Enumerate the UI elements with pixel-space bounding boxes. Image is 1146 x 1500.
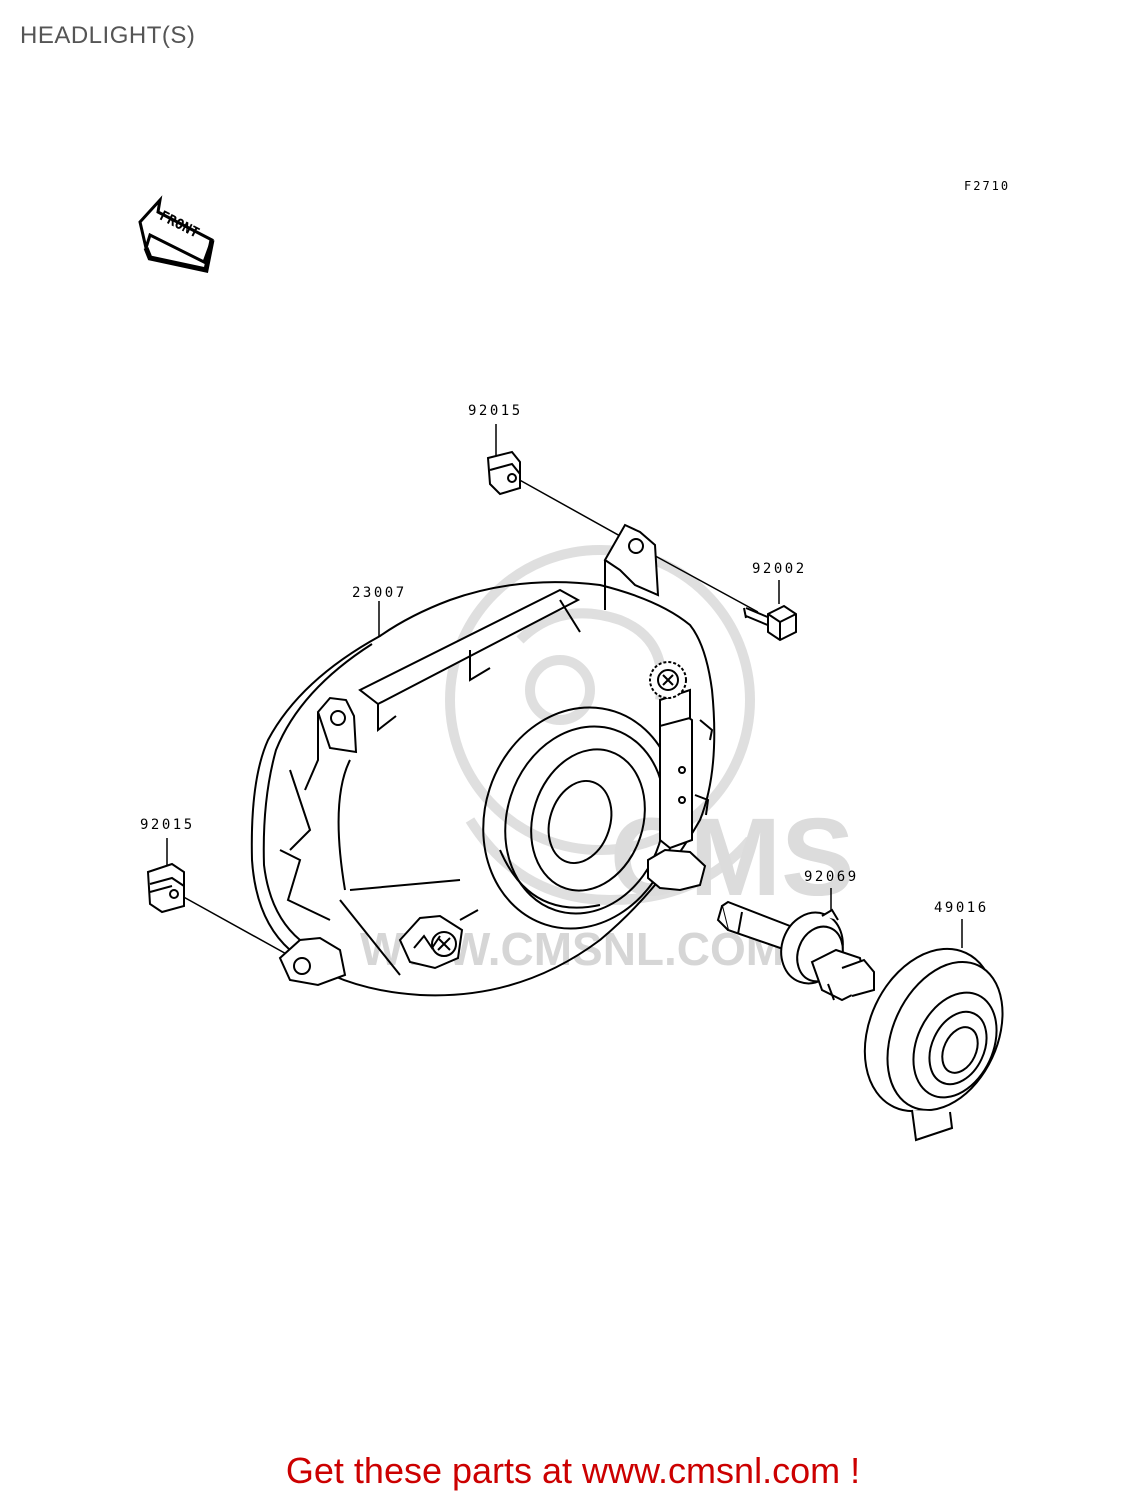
page-title: HEADLIGHT(S)	[20, 22, 196, 49]
part-label-23007[interactable]: 23007	[352, 585, 407, 601]
watermark-logo-text: CMS	[610, 796, 854, 919]
bolt-icon	[743, 604, 797, 642]
headlight-housing-icon	[250, 523, 716, 997]
part-label-92015-top[interactable]: 92015	[468, 403, 523, 419]
clip-nut-icon	[486, 450, 521, 496]
dust-cover-icon	[863, 947, 1004, 1142]
part-label-92069[interactable]: 92069	[804, 869, 859, 885]
front-arrow-icon	[138, 195, 215, 273]
clip-nut-icon	[146, 862, 185, 914]
part-label-92002[interactable]: 92002	[752, 561, 807, 577]
diagram-code: F2710	[964, 179, 1011, 193]
bulb-icon	[716, 900, 875, 1002]
part-label-92015-left[interactable]: 92015	[140, 817, 195, 833]
part-label-49016[interactable]: 49016	[934, 900, 989, 916]
promo-link[interactable]: Get these parts at www.cmsnl.com !	[285, 1450, 861, 1491]
